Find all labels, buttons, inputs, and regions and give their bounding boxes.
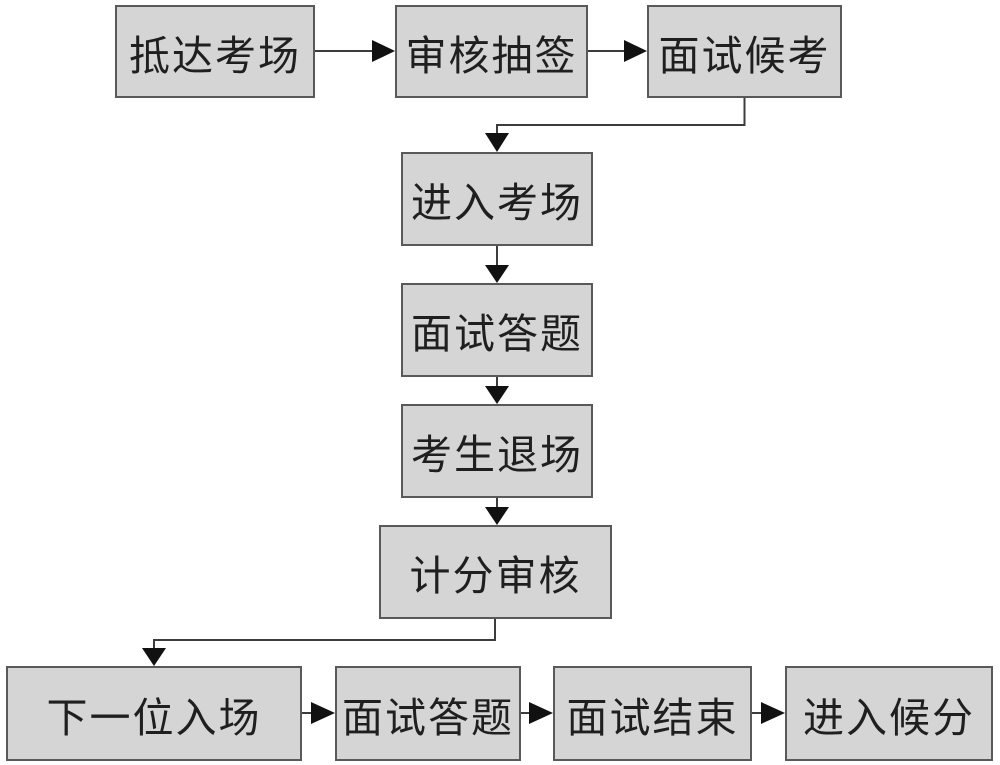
arrow-interview-end-to-wait-score <box>752 702 785 724</box>
arrow-check-draw-to-wait-interview <box>588 40 647 62</box>
arrow-exit-room-to-score-review <box>485 498 509 525</box>
arrow-answer2-to-interview-end <box>521 702 553 724</box>
arrow-enter-room-to-answer <box>485 246 509 283</box>
node-score-review: 计分审核 <box>379 525 612 619</box>
node-interview-ends: 面试结束 <box>553 666 752 761</box>
node-wait-for-score: 进入候分 <box>785 666 993 761</box>
arrow-next-enter-to-answer2 <box>302 702 335 724</box>
node-check-and-draw-lots: 审核抽签 <box>395 5 588 98</box>
node-interview-answering: 面试答题 <box>401 283 593 377</box>
node-candidate-exits: 考生退场 <box>401 404 593 498</box>
node-interview-answering-2: 面试答题 <box>335 666 521 761</box>
arrow-answer-to-exit-room <box>485 377 509 404</box>
node-enter-exam-room: 进入考场 <box>401 152 593 246</box>
node-arrive-at-venue: 抵达考场 <box>115 5 315 98</box>
arrow-wait-interview-to-enter-room <box>485 97 746 152</box>
node-next-candidate-enters: 下一位入场 <box>6 666 302 761</box>
arrow-arrive-to-check-draw <box>315 40 395 62</box>
node-wait-for-interview: 面试候考 <box>647 5 842 98</box>
arrow-score-review-to-next-enter <box>142 619 496 666</box>
